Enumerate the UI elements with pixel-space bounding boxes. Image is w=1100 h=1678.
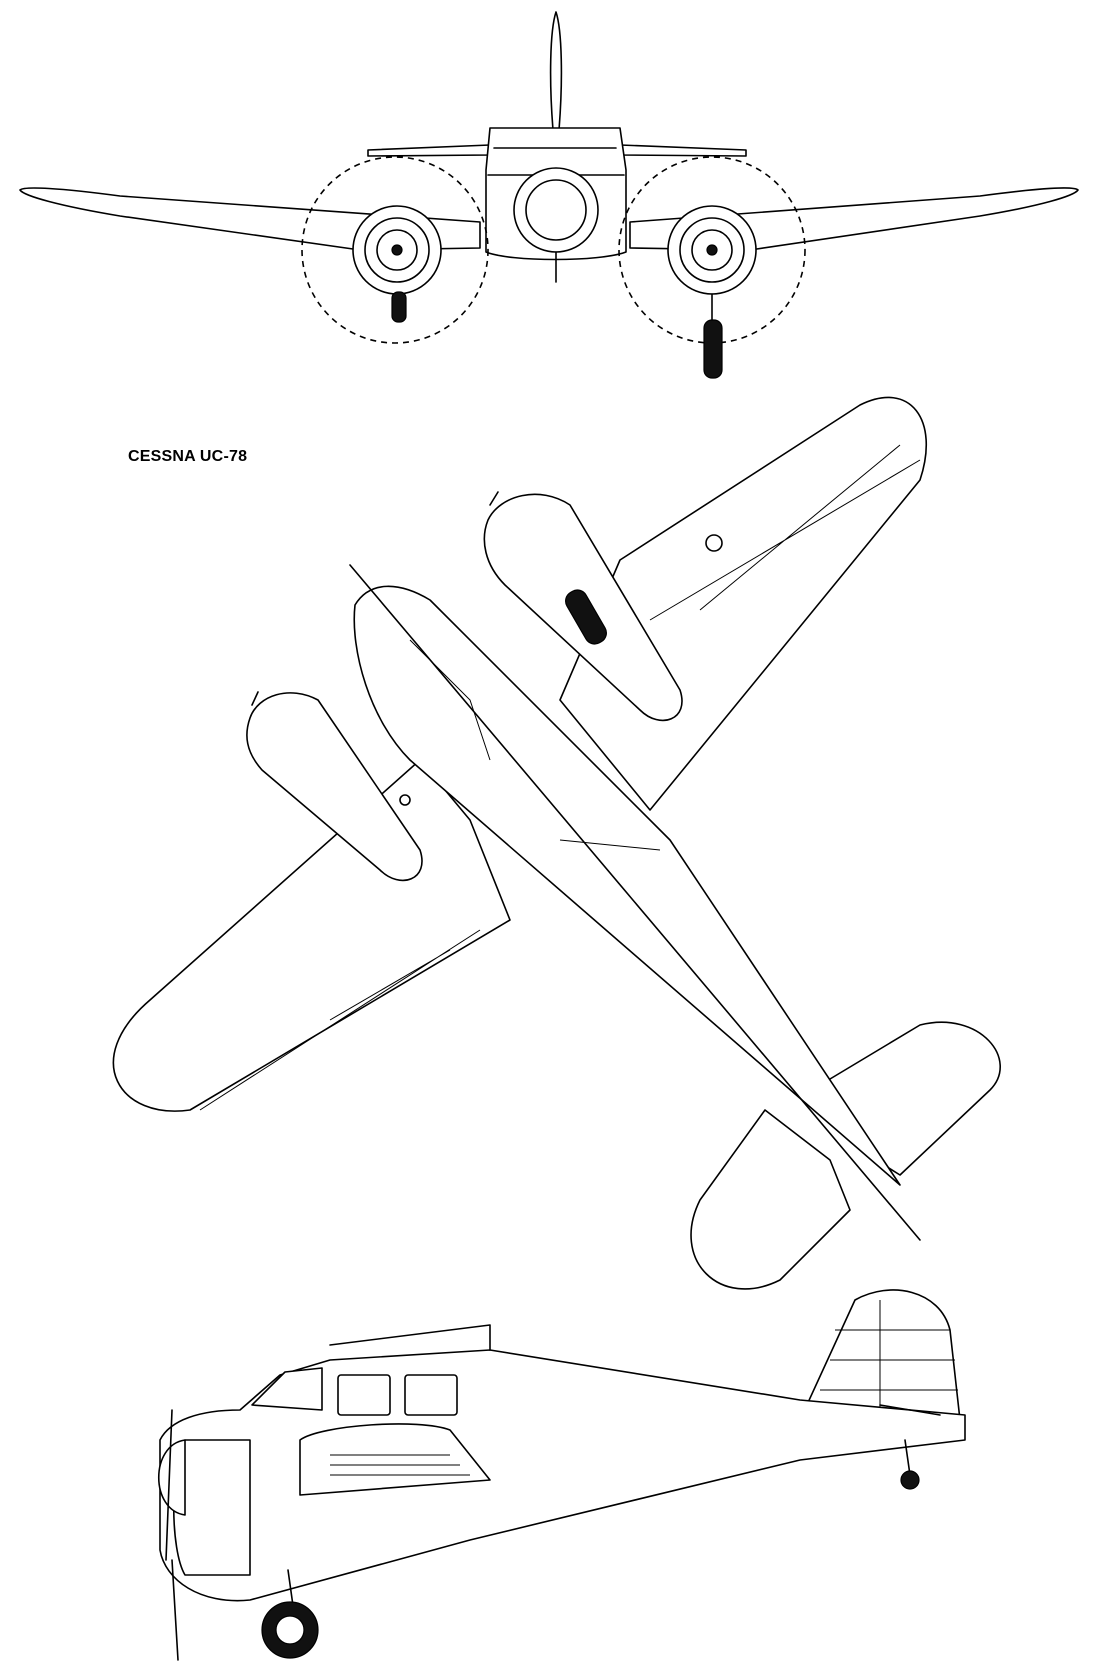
side-tail-wheel [900,1470,920,1490]
front-fin [549,11,563,131]
side-view [157,1289,966,1661]
front-stabilizer-right [619,144,747,157]
left-propeller-disc [301,156,489,344]
side-window-1 [337,1374,391,1416]
front-view [19,11,1079,379]
left-wheel [391,291,407,323]
side-windshield [251,1367,323,1411]
front-stabilizer [367,144,491,157]
side-spinner [157,1439,186,1516]
top-tail-right [819,1021,1001,1176]
top-right-wheel [565,589,607,645]
side-window-2 [404,1374,458,1416]
aircraft-title: CESSNA UC-78 [128,448,248,465]
top-nacelle-left [246,692,423,882]
side-propeller [165,1409,179,1661]
top-fuselage [353,585,901,1186]
right-wheel [703,319,723,379]
top-tail-left [690,1109,851,1290]
top-view [112,396,1001,1290]
side-nacelle [299,1423,491,1496]
